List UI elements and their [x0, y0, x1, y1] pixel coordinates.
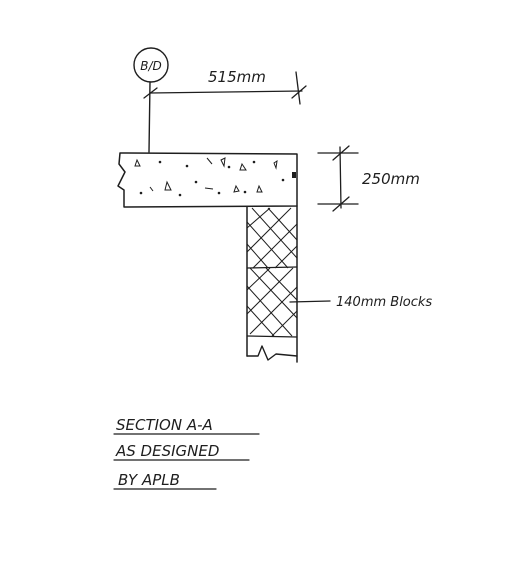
block-hatch-upper	[246, 207, 298, 269]
overhang-extension-line	[295, 71, 301, 105]
wall-annotation: 140mm Blocks	[289, 295, 432, 310]
block-joint-lower	[246, 335, 298, 338]
concrete-slab	[117, 152, 298, 208]
slab-thickness-dimension: 250mm	[317, 145, 420, 212]
thickness-tick-top	[332, 145, 350, 161]
thickness-dim-line	[339, 146, 342, 209]
slab-edge-mark	[292, 172, 296, 178]
overhang-dimension: 515mm	[143, 68, 307, 105]
wall-leader	[289, 300, 331, 303]
blockwork-wall	[246, 205, 298, 363]
gridline-marker: B/D	[133, 47, 169, 153]
gridline-label: B/D	[140, 59, 162, 73]
title-block: SECTION A-A AS DESIGNED BY APLB	[113, 416, 260, 490]
overhang-tick	[291, 85, 307, 99]
wall-label: 140mm Blocks	[336, 295, 432, 310]
slab-outline	[117, 152, 298, 208]
block-hatch-lower	[246, 267, 298, 337]
aggregate-marks	[134, 157, 285, 197]
block-joint	[246, 266, 298, 269]
title-line-3: BY APLB	[118, 471, 180, 489]
overhang-tick-left	[143, 87, 158, 99]
title-line-1: SECTION A-A	[116, 416, 213, 434]
thickness-label: 250mm	[362, 170, 420, 188]
overhang-dim-line	[149, 90, 303, 94]
wall-break-line	[246, 345, 298, 361]
thickness-tick-bottom	[332, 196, 350, 212]
title-line-2: AS DESIGNED	[115, 442, 219, 460]
gridline-bubble	[133, 47, 169, 83]
overhang-label: 515mm	[208, 68, 266, 86]
